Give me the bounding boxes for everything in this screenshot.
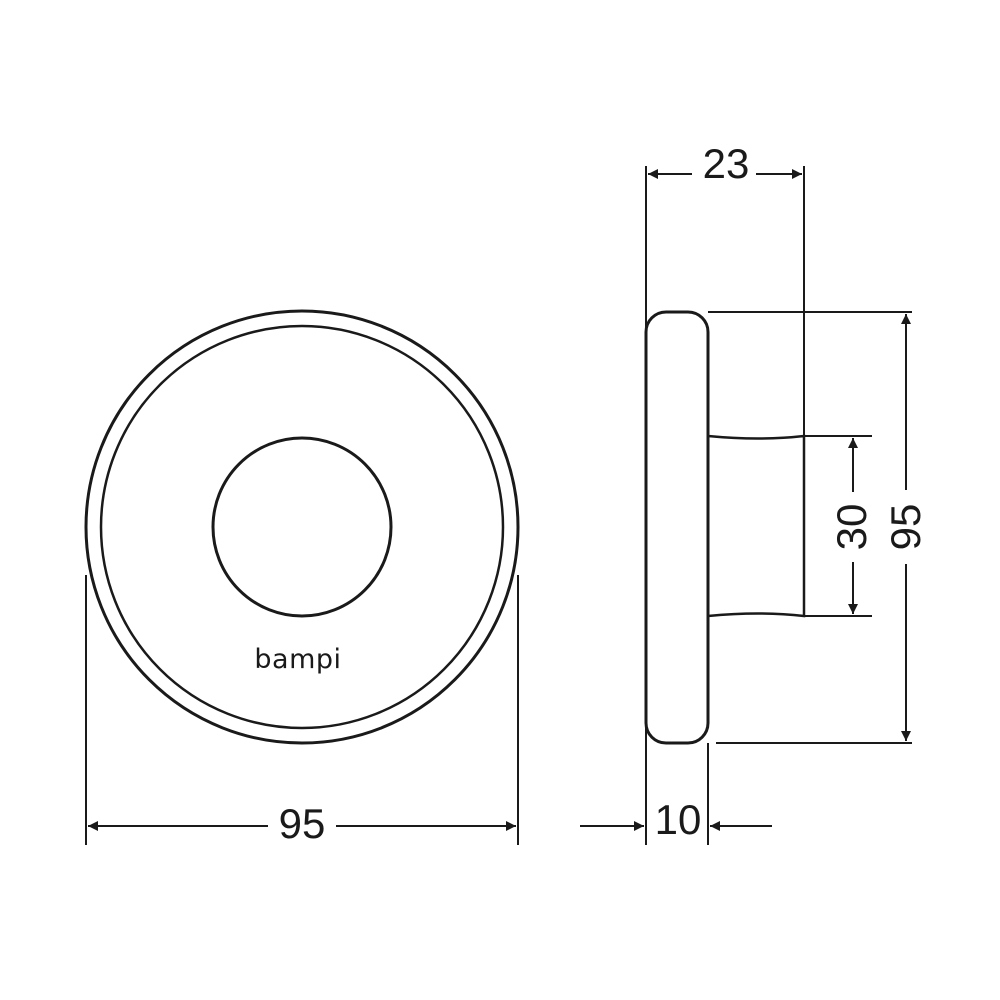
- side-hub-body: [707, 434, 806, 618]
- brand-logo: bampi: [254, 644, 341, 675]
- front-view: bampi 95: [84, 309, 520, 847]
- front-outer-rim: [84, 309, 520, 745]
- side-depth-label: 23: [703, 140, 750, 187]
- side-view: 23 10 30 95: [580, 140, 929, 845]
- side-thickness-label: 10: [655, 796, 702, 843]
- side-height-label: 95: [882, 504, 929, 551]
- front-inner-rim: [99, 324, 505, 730]
- side-back-plate: [644, 310, 710, 745]
- side-hub-label: 30: [828, 504, 875, 551]
- front-width-label: 95: [279, 800, 326, 847]
- front-center-button: [211, 436, 393, 618]
